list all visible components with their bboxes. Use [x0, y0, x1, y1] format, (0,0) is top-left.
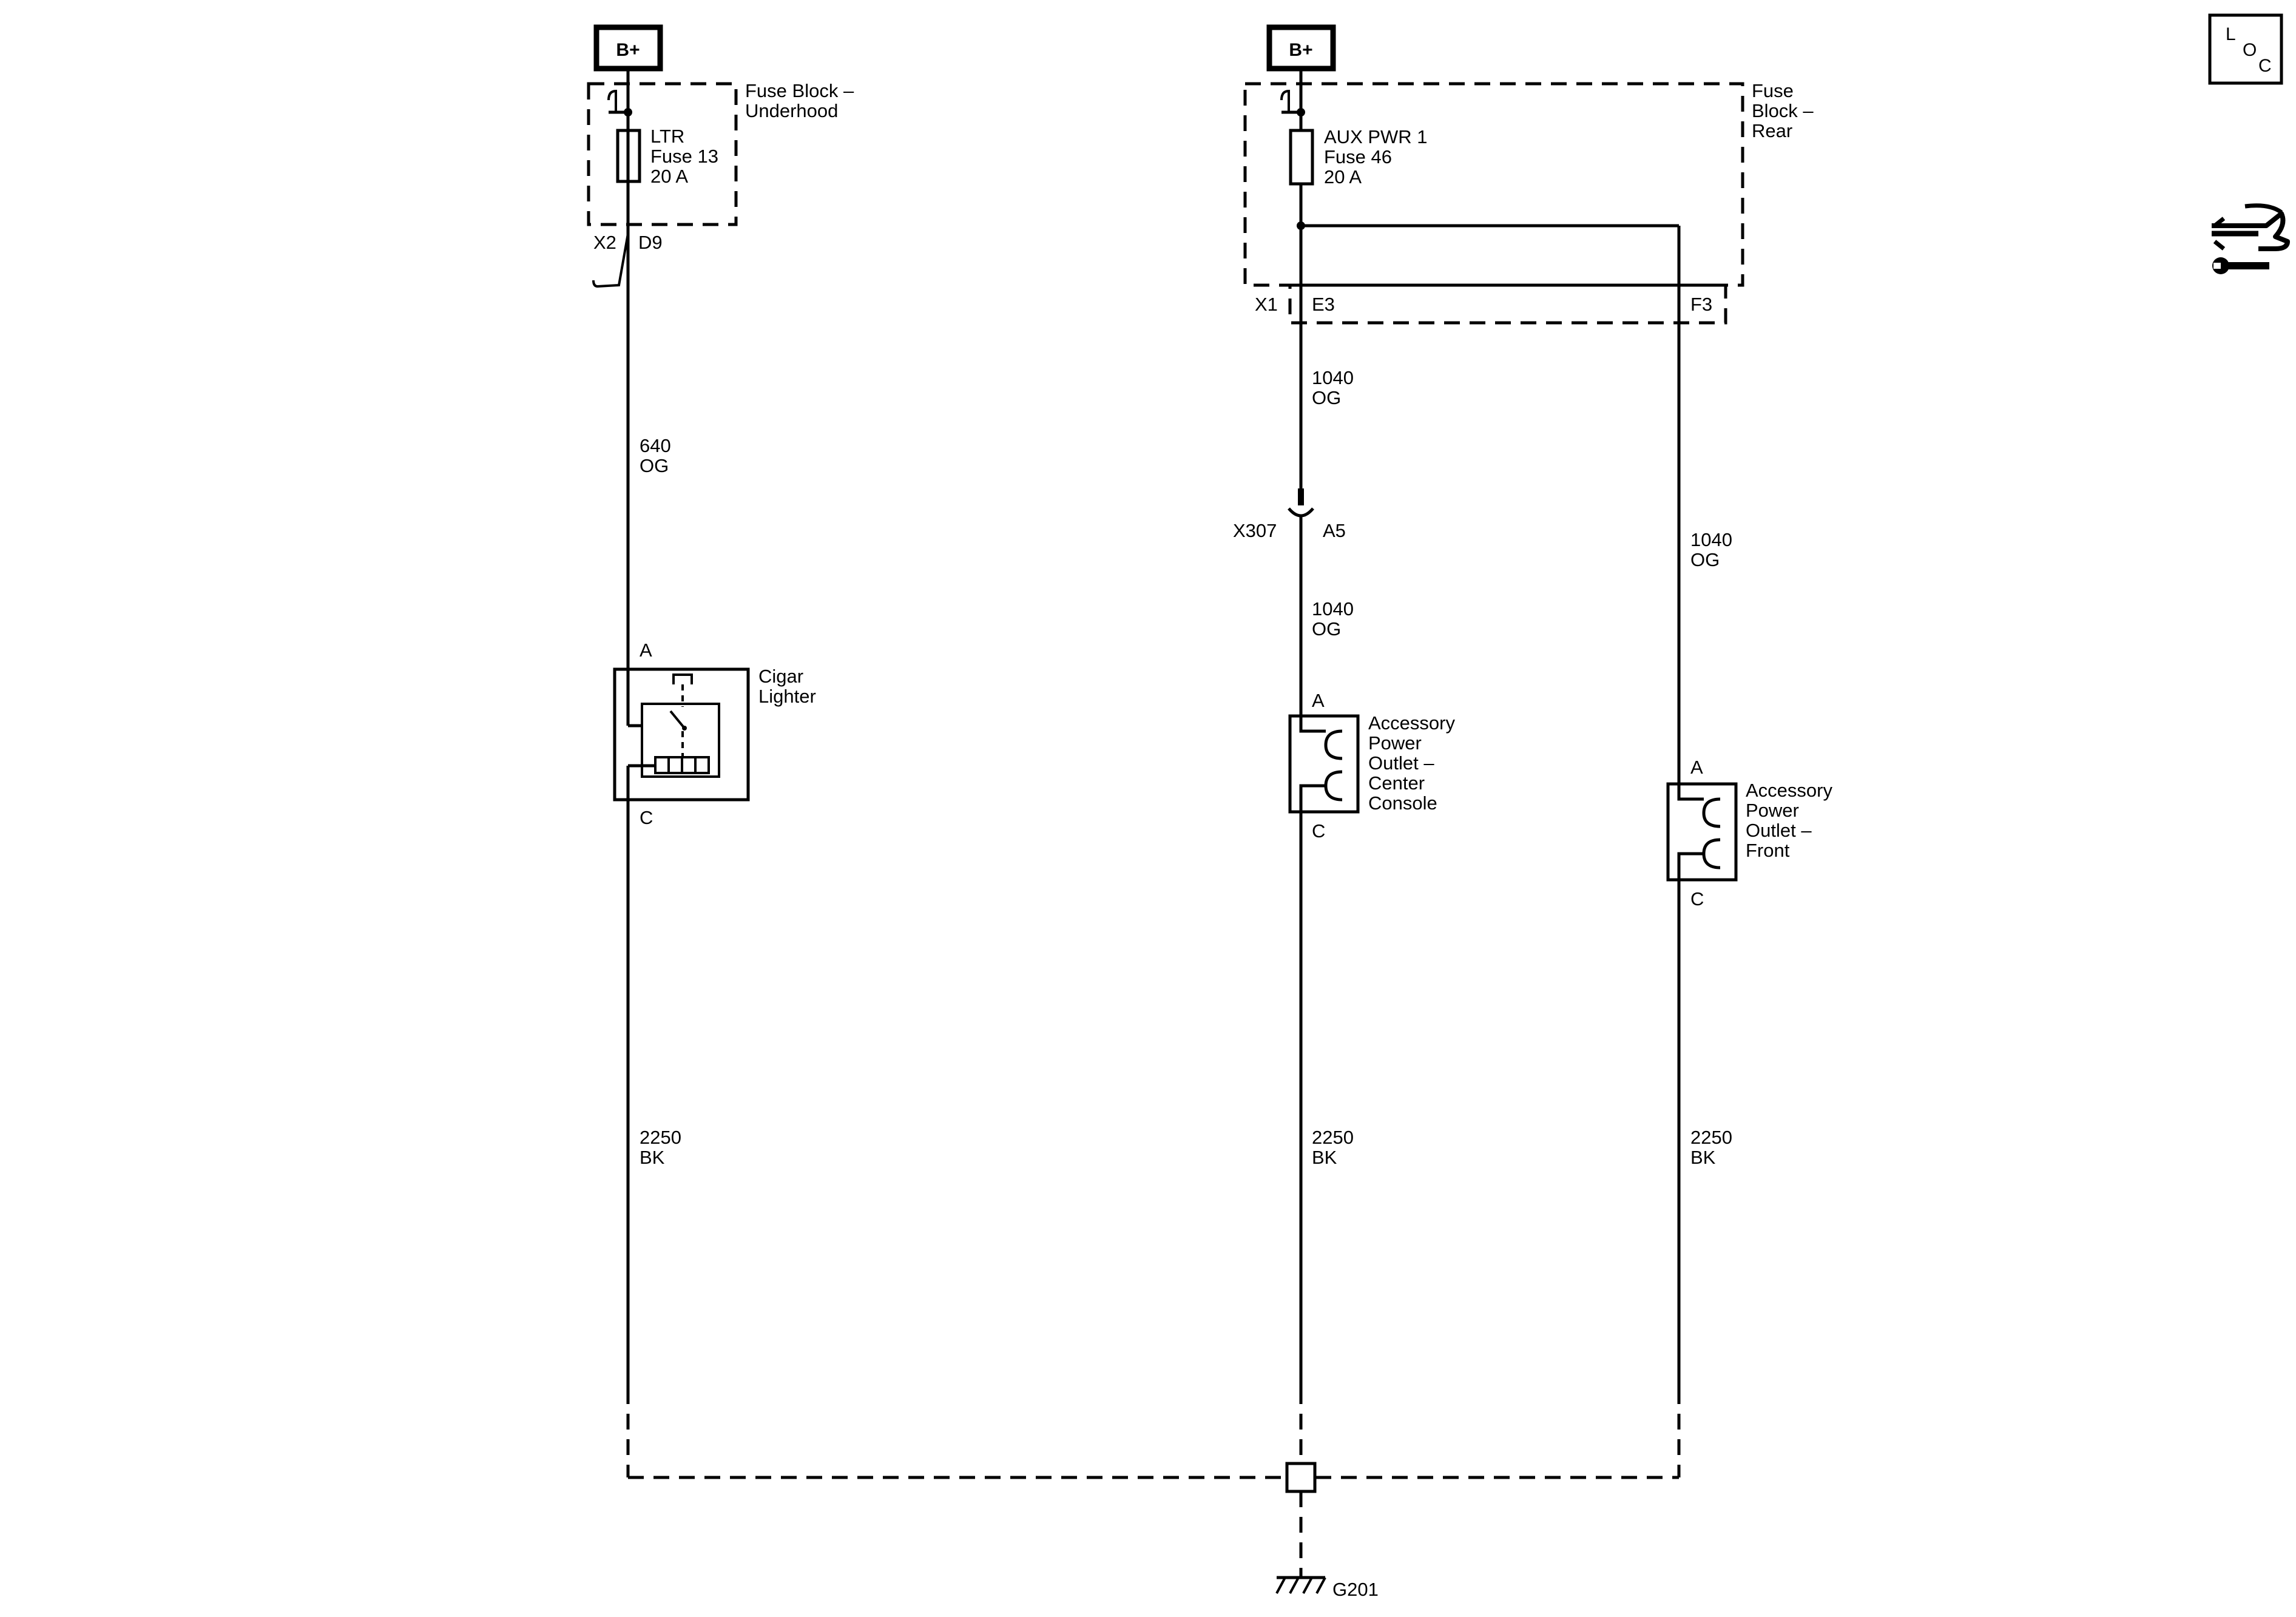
fuse-block-underhood-name-1: Fuse Block –	[745, 80, 854, 101]
cigar-lighter-pin-a: A	[640, 640, 652, 661]
outlet-center-name-3: Outlet –	[1368, 752, 1434, 774]
outlet-center-name-1: Accessory	[1368, 712, 1455, 734]
locator-icon[interactable]: L O C	[2208, 13, 2283, 85]
outlet-center-pin-a: A	[1312, 690, 1325, 711]
pin-a5: A5	[1323, 520, 1346, 541]
ground-g201: G201	[626, 1388, 1681, 1600]
outlet-center-name-5: Console	[1368, 792, 1437, 814]
fuse-block-underhood-outline	[587, 82, 738, 226]
inline-connector-x307: X307 A5	[1233, 488, 1346, 541]
loc-letter-c: C	[2258, 56, 2272, 76]
outlet-center-name-2: Power	[1368, 732, 1422, 754]
pin-d9: D9	[638, 232, 663, 253]
fuse-13-number: Fuse 13	[650, 146, 718, 167]
pin-f3: F3	[1690, 294, 1712, 315]
wire-1040-center-lower-color: OG	[1312, 618, 1341, 640]
battery-positive-left: B+	[593, 24, 663, 72]
cigar-lighter-name-1: Cigar	[758, 666, 803, 687]
loc-letter-o: O	[2243, 40, 2257, 60]
fuse-46-name: AUX PWR 1	[1324, 126, 1428, 147]
battery-label-left: B+	[616, 40, 640, 60]
fuse-46-number: Fuse 46	[1324, 146, 1392, 167]
outlet-front-name-4: Front	[1746, 840, 1790, 861]
battery-positive-right: B+	[1266, 24, 1336, 72]
fuse-block-rear-name-3: Rear	[1752, 120, 1792, 141]
fuse-46	[1289, 129, 1314, 186]
wire-2250-center-number: 2250	[1312, 1127, 1354, 1148]
service-info-icon[interactable]	[2212, 203, 2290, 274]
wire-1040-right-number: 1040	[1690, 529, 1732, 550]
fuse-13-rating: 20 A	[650, 166, 688, 187]
connector-x307: X307	[1233, 520, 1277, 541]
wire-2250-center-color: BK	[1312, 1147, 1337, 1168]
wire-2250-left-color: BK	[640, 1147, 665, 1168]
outlet-front-name-3: Outlet –	[1746, 820, 1812, 841]
splice-box	[1285, 1462, 1317, 1493]
outlet-front-name-2: Power	[1746, 800, 1799, 821]
fuse-block-underhood-name-2: Underhood	[745, 100, 838, 121]
wire-1040-center-upper-color: OG	[1312, 387, 1341, 408]
outlet-center-name-4: Center	[1368, 772, 1425, 794]
cigar-lighter: A C Cigar Lighter	[613, 640, 816, 828]
wire-640-number: 640	[640, 435, 671, 456]
wire-640-color: OG	[640, 455, 669, 476]
wire-1040-right-color: OG	[1690, 549, 1720, 570]
connector-x1: X1	[1255, 294, 1278, 315]
wire-1040-center-lower-number: 1040	[1312, 598, 1354, 619]
fuse-46-rating: 20 A	[1324, 166, 1362, 187]
cigar-lighter-name-2: Lighter	[758, 686, 816, 707]
wire-1040-center-upper-number: 1040	[1312, 367, 1354, 388]
ground-label: G201	[1332, 1579, 1379, 1600]
battery-label-right: B+	[1289, 40, 1312, 60]
fuse-13-name: LTR	[650, 126, 684, 147]
wire-2250-right-number: 2250	[1690, 1127, 1732, 1148]
fuse-block-rear-name-1: Fuse	[1752, 80, 1794, 101]
left-circuit: B+ LTR Fuse 13 20 A Fuse Block – Underho…	[587, 24, 854, 1399]
pin-e3: E3	[1312, 294, 1335, 315]
connector-x2: X2	[593, 232, 616, 253]
cigar-lighter-pin-c: C	[640, 807, 653, 828]
accessory-power-outlet-front: A C Accessory Power Outlet – Front	[1666, 757, 1832, 910]
accessory-power-outlet-center: A C Accessory Power Outlet – Center Cons…	[1288, 690, 1455, 842]
outlet-center-pin-c: C	[1312, 820, 1325, 842]
wire-2250-right-color: BK	[1690, 1147, 1716, 1168]
outlet-front-pin-c: C	[1690, 888, 1704, 910]
outlet-front-name-1: Accessory	[1746, 780, 1832, 801]
fuse-block-rear-name-2: Block –	[1752, 100, 1814, 121]
connector-x1-outline	[1288, 283, 1727, 325]
wire-2250-left-number: 2250	[640, 1127, 681, 1148]
fuse-block-rear-outline	[1243, 82, 1744, 287]
loc-letter-l: L	[2226, 24, 2236, 44]
outlet-front-pin-a: A	[1690, 757, 1703, 778]
rear-circuit: B+ AUX PWR 1 Fuse 46 20 A Fuse Block – R…	[1233, 24, 1832, 1399]
